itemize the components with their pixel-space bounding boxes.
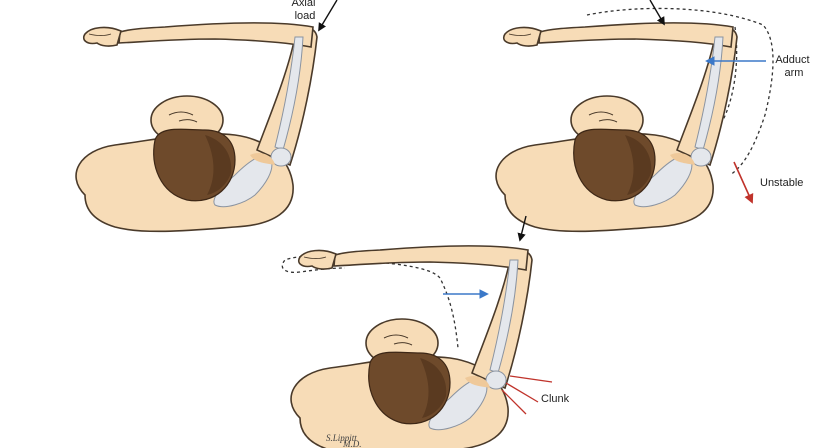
clunk-line-2	[505, 382, 539, 403]
axial-load-arrow	[318, 0, 338, 32]
clunk-label: Clunk	[541, 393, 570, 405]
panel-adducted-unstable	[495, 7, 774, 233]
adduct-arm-label: Adduct arm	[775, 54, 812, 79]
panel-axial-load	[75, 22, 318, 233]
clunk-line-3	[501, 389, 527, 415]
axial-load-arrow-2	[649, 0, 665, 26]
panel-clunk	[281, 245, 533, 448]
unstable-arrow	[733, 161, 754, 204]
clunk-line-1	[509, 375, 553, 383]
unstable-label: Unstable	[760, 177, 803, 189]
axial-load-arrow-3	[517, 215, 527, 242]
axial-load-label: Axial load	[292, 0, 319, 22]
artist-signature: S.Lippitt M.D.	[326, 433, 362, 448]
